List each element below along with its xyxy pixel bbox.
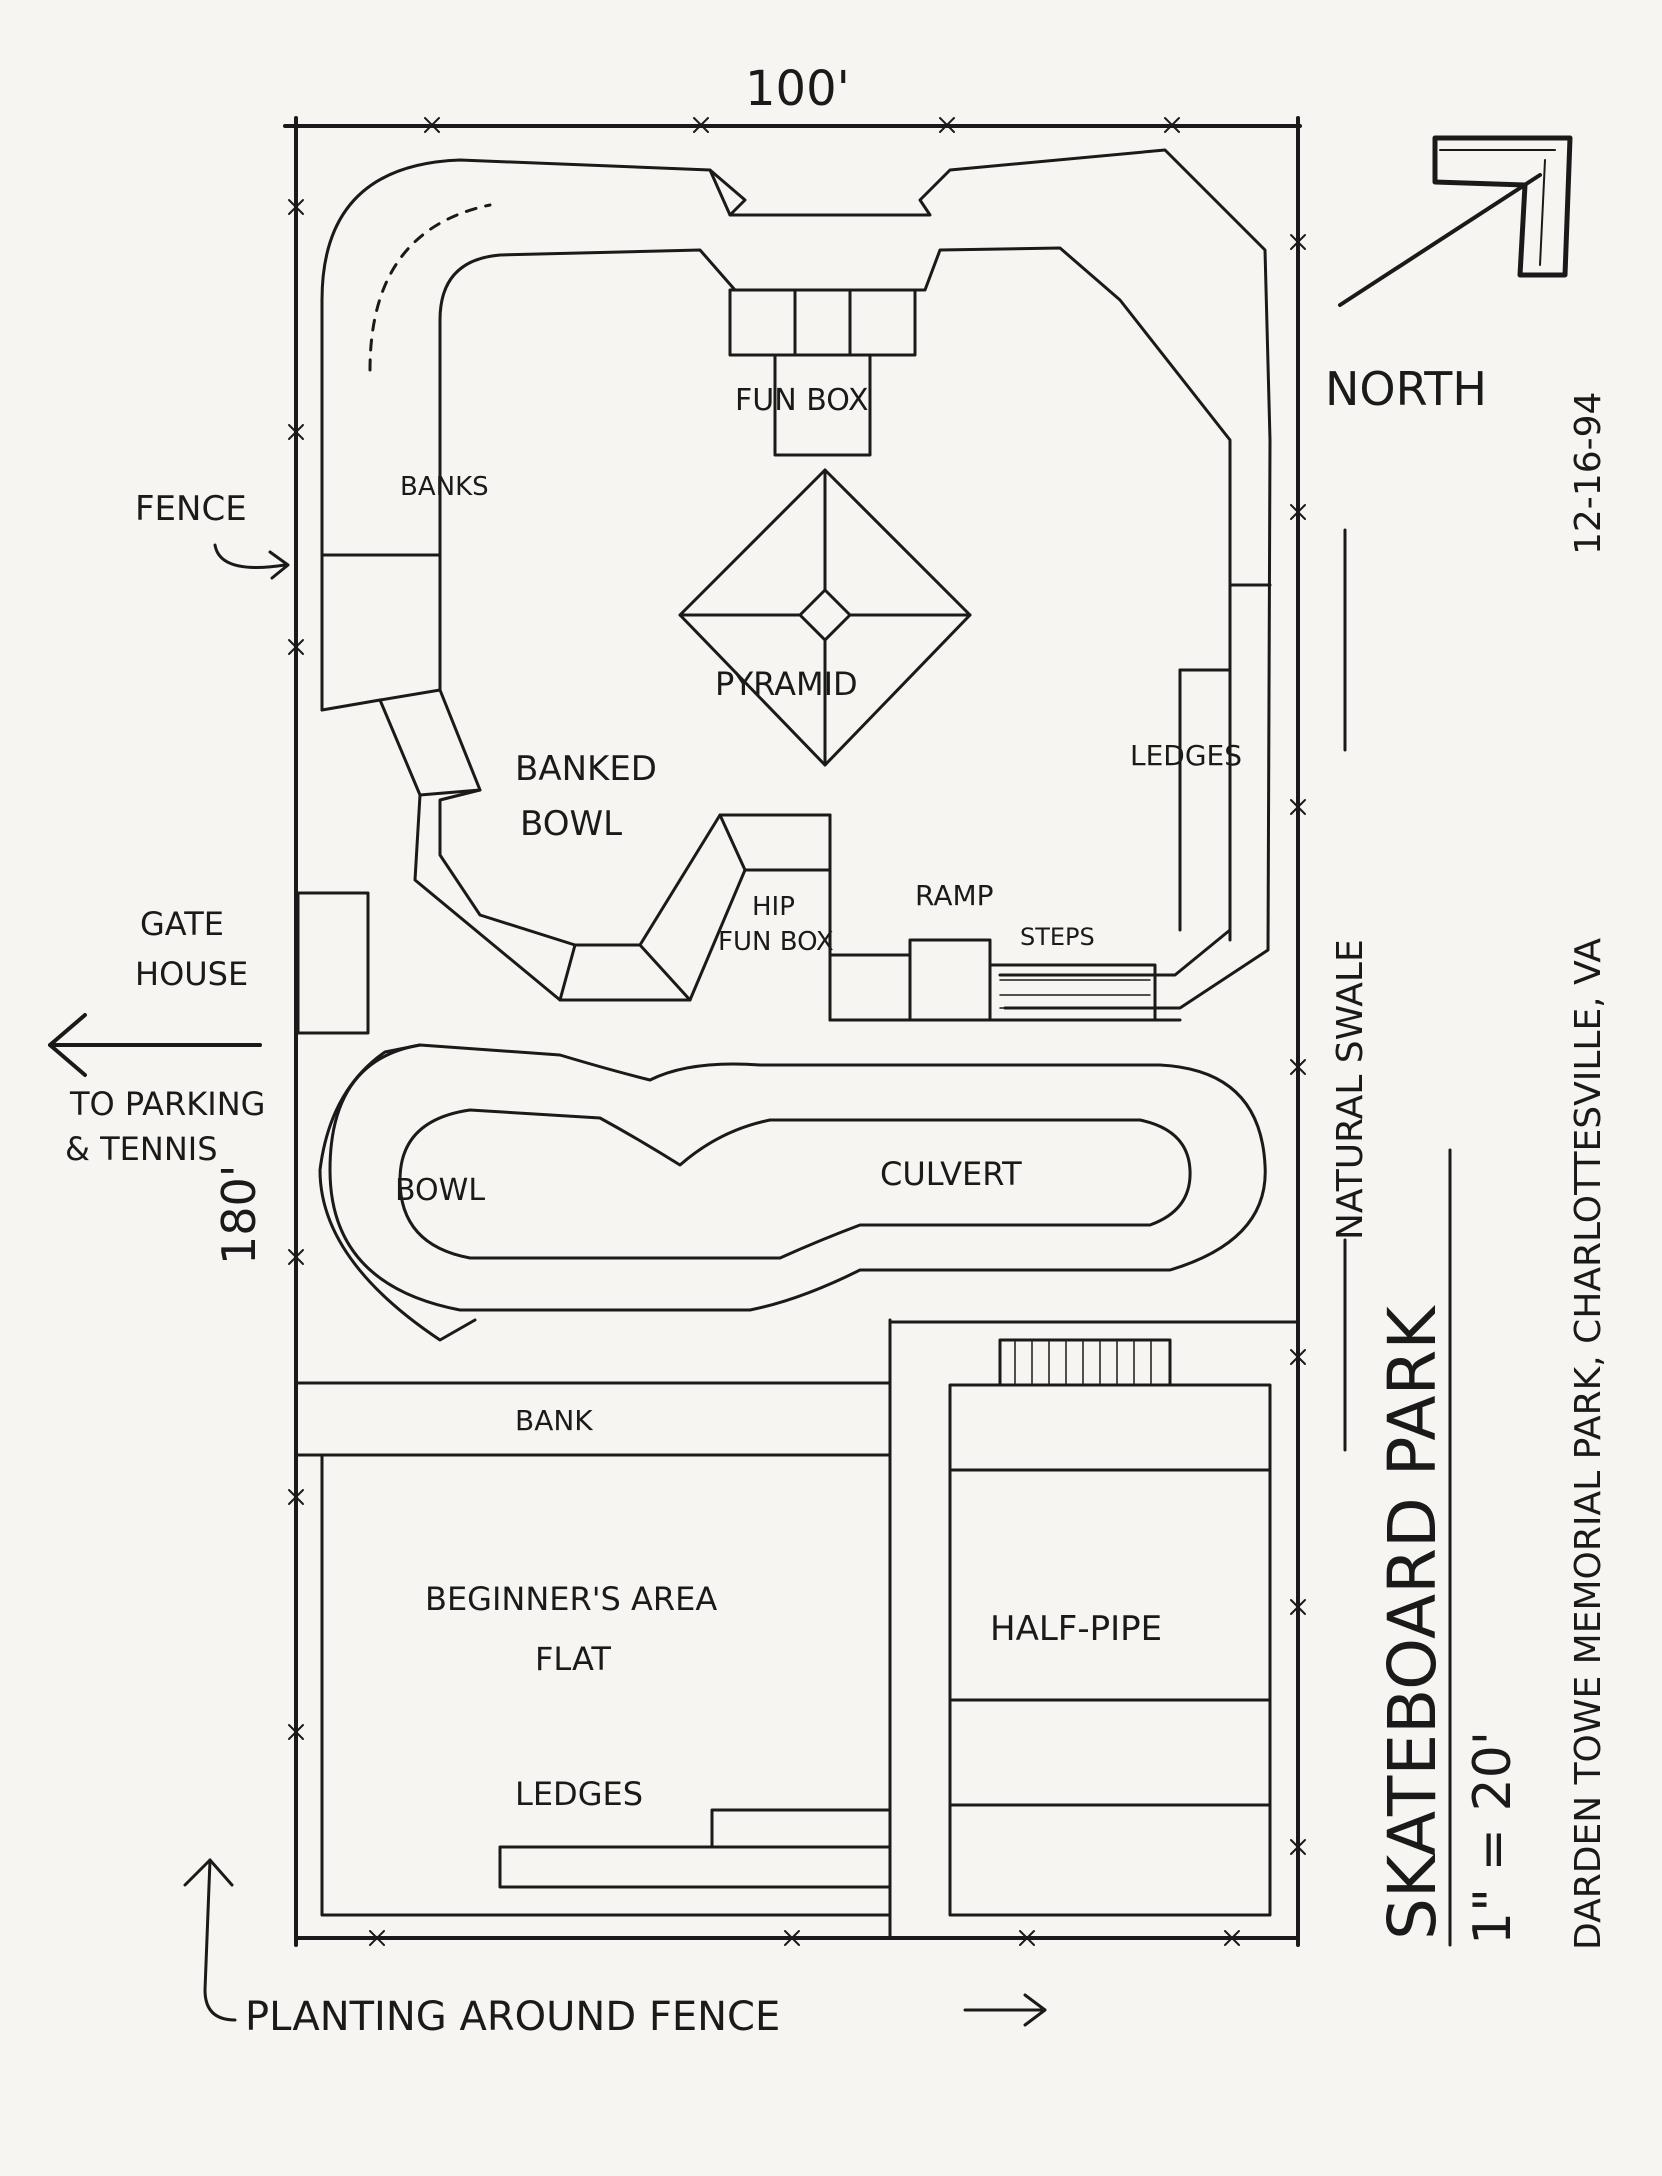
to-parking-label-2: & TENNIS <box>65 1130 218 1168</box>
to-parking-label-1: TO PARKING <box>69 1085 265 1123</box>
ledges-top <box>1178 583 1272 942</box>
natural-swale-label: NATURAL SWALE <box>1330 939 1371 1240</box>
half-pipe-label: HALF-PIPE <box>990 1609 1162 1649</box>
site-fence <box>283 116 1302 1947</box>
banks-perimeter <box>320 148 1272 1010</box>
flat-label: FLAT <box>535 1640 611 1678</box>
hip-fun-box <box>718 813 912 1022</box>
planting-label: PLANTING AROUND FENCE <box>245 1994 780 2040</box>
gate-house <box>296 891 370 1035</box>
banked-bowl-label-1: BANKED <box>515 749 657 789</box>
north-arrow-icon <box>1338 135 1573 307</box>
ramp-label: RAMP <box>915 879 994 912</box>
banks-label: BANKS <box>400 472 489 502</box>
scale-label: 1" = 20' <box>1463 1731 1523 1945</box>
fence-posts <box>288 117 1306 1946</box>
width-dimension-label: 100' <box>745 61 850 117</box>
gate-house-label-2: HOUSE <box>135 955 248 993</box>
pyramid-label: PYRAMID <box>715 665 858 703</box>
fence-pointer-icon <box>213 543 290 580</box>
hip-fun-box-label: FUN BOX <box>718 927 834 957</box>
pyramid <box>678 468 972 767</box>
culvert-label: CULVERT <box>880 1155 1022 1193</box>
bowl-label: BOWL <box>395 1173 485 1208</box>
banked-bowl-label-2: BOWL <box>520 804 622 844</box>
north-label: NORTH <box>1325 362 1487 416</box>
fun-box <box>728 288 917 457</box>
arrow-to-parking-icon <box>48 1013 262 1077</box>
fun-box-label: FUN BOX <box>735 383 869 418</box>
ledges-bottom-label: LEDGES <box>515 1775 643 1813</box>
beginners-area-label: BEGINNER'S AREA <box>425 1580 717 1618</box>
hip-label: HIP <box>752 892 795 922</box>
ramp-steps <box>828 938 1182 1022</box>
planting-arrows-icon <box>183 1858 1047 2027</box>
culvert-bowl <box>318 1043 1267 1342</box>
location-label: DARDEN TOWE MEMORIAL PARK, CHARLOTTESVIL… <box>1568 938 1609 1950</box>
gate-house-label-1: GATE <box>140 905 224 943</box>
half-pipe <box>948 1338 1272 1917</box>
steps-label: STEPS <box>1020 923 1095 951</box>
ledges-top-label: LEDGES <box>1130 739 1242 772</box>
date-label: 12-16-94 <box>1568 392 1609 555</box>
depth-dimension-label: 180' <box>212 1165 266 1265</box>
title-label: SKATEBOARD PARK <box>1374 1305 1451 1940</box>
beginners-area <box>320 1453 892 1917</box>
fence-label: FENCE <box>135 489 247 529</box>
bank-label: BANK <box>515 1404 593 1437</box>
